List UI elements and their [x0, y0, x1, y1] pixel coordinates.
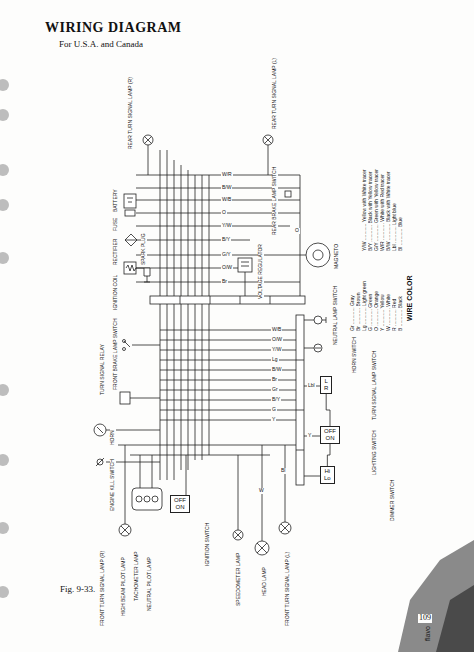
wire-color-entry: W/R ............ White with Red tracer [380, 173, 386, 252]
wire-color-entry: Br ............ Brown [356, 291, 362, 332]
component-label: REAR TURN SIGNAL LAMP (R) [128, 76, 134, 150]
component-label: IGNITION SWITCH [205, 522, 211, 567]
wire-color-entry: Lbl ............ Light blue [392, 202, 398, 252]
component-label: REAR BRAKE LAMP SWITCH [272, 166, 278, 236]
subtitle: For U.S.A. and Canada [58, 40, 144, 50]
wire-color-code: B/W [221, 185, 232, 191]
wire-color-code: Y [271, 417, 276, 423]
switch-link [326, 394, 330, 426]
wire-color-entry: B/Y ............ Black with Yellow trace… [368, 170, 374, 252]
component-label: HEAD LAMP [262, 566, 268, 597]
wire-color-entry: B ............ Black [398, 295, 404, 332]
wire-color-code: Y/W [271, 347, 282, 353]
component-label: FRONT TURN SIGNAL LAMP (R) [100, 550, 106, 627]
component-label: MAGNETO [334, 243, 340, 270]
wire-color-entry: W ............ White [386, 293, 392, 332]
title: WIRING DIAGRAM [45, 20, 182, 35]
component-label: FRONT BRAKE LAMP SWITCH [113, 318, 119, 392]
wire-color-entry: G/Y ............ Green with Yellow trace… [374, 168, 380, 252]
wire-color-entry: Lg ............ Light green [362, 280, 368, 332]
wire-color-code: W/B [221, 197, 232, 203]
component-label: HORN [110, 429, 116, 446]
wire-color-entry: B/W ............ Black with White tracer [386, 170, 392, 252]
component-label: HORN SWITCH [352, 336, 358, 374]
switch-position: OFF [324, 428, 336, 435]
component-label: ENGINE KILL SWITCH [110, 458, 116, 512]
page-stack-edge [436, 585, 474, 652]
connectors [150, 296, 305, 485]
wire-color-entry: G ............ Green [368, 293, 374, 332]
wire-color-code: W/R [221, 172, 233, 178]
wire-color-code: Bl [280, 468, 286, 474]
component-label: LIGHTING SWITCH [372, 429, 378, 476]
component-label: SPEEDOMETER LAMP [236, 552, 242, 607]
wire-color-code: Br [271, 377, 278, 383]
wires [106, 145, 320, 541]
switch-box: OFFON [320, 426, 340, 444]
switch-position: R [324, 385, 328, 392]
wire-color-code: Y/W [221, 223, 232, 229]
component-label: RECTIFIER [113, 238, 119, 266]
component-label: DIMMER SWITCH [390, 479, 396, 522]
wire-color-code: W [258, 488, 265, 494]
wire-color-entry: R ............ Red [392, 298, 398, 332]
wire-color-code: Lbl [307, 383, 316, 389]
switch-link [327, 444, 330, 466]
wire-color-code: O/W [221, 265, 233, 271]
wire-color-code: Br [221, 279, 228, 285]
wire-color-code: B/Y [271, 397, 281, 403]
component-label: NEUTRAL PILOT LAMP [147, 556, 153, 612]
wire-color-code: Lg [271, 357, 279, 363]
wire-color-code: O/W [271, 337, 283, 343]
page-number: 109 [418, 614, 432, 623]
wire-color-code: O [294, 228, 300, 234]
component-label: BATTERY [113, 188, 119, 213]
page-stack-edge [398, 540, 474, 652]
wire-color-entry: Y ............ Yellow [380, 293, 386, 332]
component-label: TURN SIGNAL RELAY [100, 343, 106, 396]
wire-color-code: Gr [271, 387, 279, 393]
switch-box: HiLo [320, 466, 335, 484]
wire-color-code: W/B [271, 327, 282, 333]
figure-caption: Fig. 9-33. [60, 585, 95, 595]
wire-color-entry: O ............ Orange [374, 290, 380, 332]
component-label: NEUTRAL LAMP SWITCH [333, 285, 339, 346]
wire-color-entry: Bl ............ Blue [398, 216, 404, 252]
component-label: SPARK PLUG [141, 232, 147, 266]
switch-position: OFF [174, 497, 186, 504]
switch-position: Hi [324, 468, 331, 475]
wire-color-code: B/W [271, 367, 282, 373]
component-label: TURN SIGNAL LAMP SWITCH [372, 350, 378, 421]
wire-color-code: B/Y [221, 237, 231, 243]
switch-position: L [324, 378, 328, 385]
switch-position: ON [324, 435, 336, 442]
switch-position: ON [174, 504, 186, 511]
component-label: FUSE [113, 217, 119, 232]
switch-box: OFFON [170, 495, 190, 513]
binder-holes [0, 79, 9, 598]
component-label: FRONT TURN SIGNAL LAMP (L) [285, 551, 291, 627]
wire-color-code: O [221, 210, 227, 216]
wire-color-code: G/Y [221, 252, 232, 258]
component-label: HIGH BEAM PILOT LAMP [121, 556, 127, 617]
wire-color-entry: Gr ............ Gray [350, 294, 356, 332]
wire-color-code: G [271, 407, 277, 413]
component-label: VOLTAGE REGULATOR [258, 243, 264, 300]
switch-position: Lo [324, 475, 331, 482]
switch-box: LR [320, 376, 332, 394]
legend-title: WIRE COLOR [406, 275, 414, 323]
component-symbols [94, 135, 330, 555]
wire-color-code: Y [307, 433, 312, 439]
wire-color-entry: Y/W ............ Yellow with White trace… [362, 168, 368, 252]
component-label: IGNITION COIL [113, 274, 119, 311]
component-label: TACHOMETER LAMP [134, 550, 140, 602]
binding-text: flavo [424, 625, 432, 642]
component-label: REAR TURN SIGNAL LAMP (L) [272, 57, 278, 130]
